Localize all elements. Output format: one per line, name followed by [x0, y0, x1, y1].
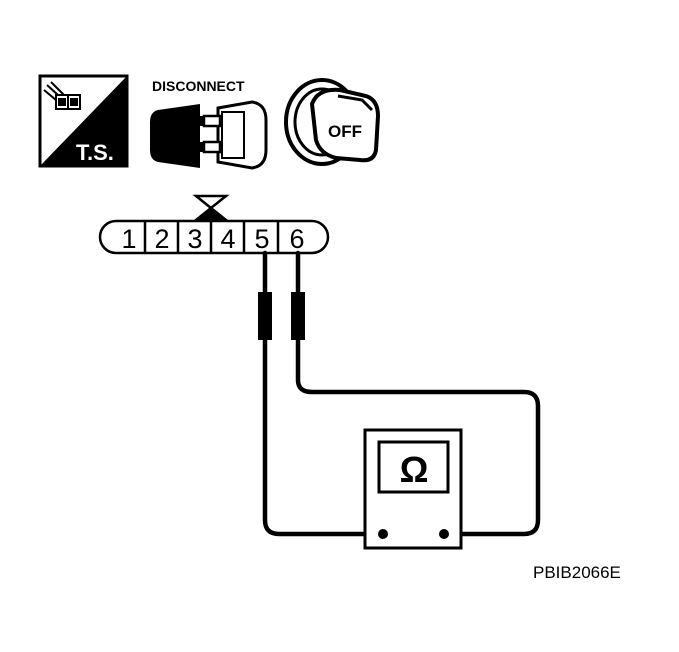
meter-terminal-right — [439, 529, 449, 539]
disconnect-label: DISCONNECT — [152, 78, 245, 94]
key-off-label: OFF — [328, 122, 362, 141]
probe-tip-pin-6 — [291, 292, 305, 340]
disconnect-icon: DISCONNECT — [150, 78, 268, 170]
pin-1: 1 — [121, 224, 136, 254]
probe-wire-pin-6 — [295, 250, 541, 537]
ignition-key-off-icon: OFF — [284, 78, 381, 166]
reference-code: PBIB2066E — [533, 563, 621, 582]
ts-label: T.S. — [76, 140, 114, 165]
probe-wire-pin-5 — [262, 250, 385, 537]
pin-6: 6 — [289, 224, 304, 254]
pin-4: 4 — [220, 224, 235, 254]
ohmmeter: Ω — [363, 428, 463, 550]
connector-tab-marker — [192, 194, 230, 210]
pin-2: 2 — [154, 224, 169, 254]
harness-connector: 1 2 3 4 5 6 — [98, 194, 330, 255]
pin-3: 3 — [187, 224, 202, 254]
meter-terminal-left — [378, 529, 388, 539]
ohm-symbol: Ω — [400, 449, 429, 490]
pin-5: 5 — [254, 224, 269, 254]
probe-tip-pin-5 — [258, 292, 272, 340]
ts-icon: T.S. — [38, 74, 129, 168]
